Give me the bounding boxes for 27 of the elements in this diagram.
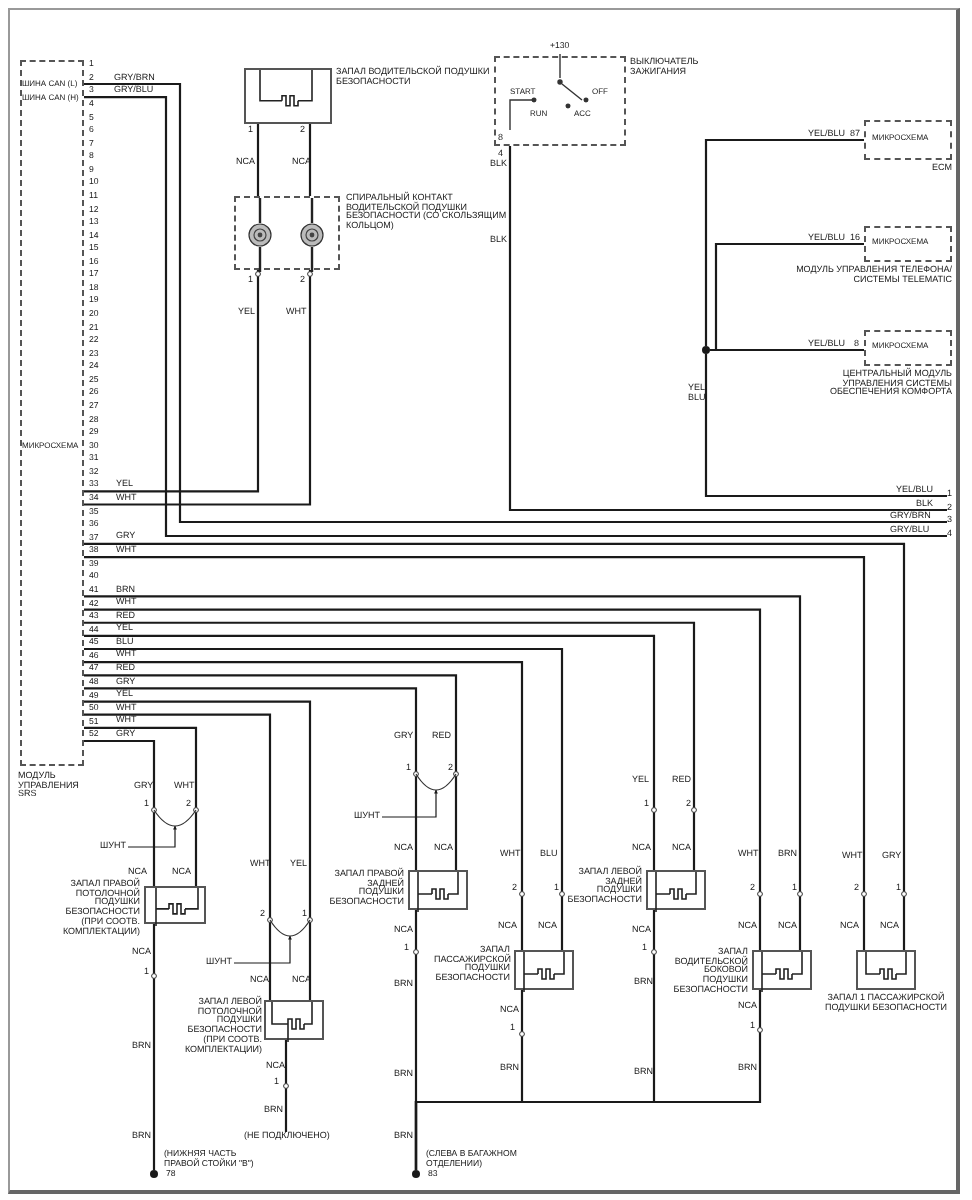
wire: [84, 700, 312, 1000]
wire: [704, 138, 864, 346]
leader-arrow: [127, 825, 177, 848]
splice-dot: [702, 346, 710, 354]
wire: [710, 348, 864, 352]
wire: [414, 990, 762, 1170]
wire: [308, 124, 312, 196]
ground-point: [150, 1170, 158, 1178]
wire: [84, 270, 260, 493]
wire: [704, 354, 947, 498]
wire: [152, 924, 156, 1170]
shunt-arc: [416, 774, 456, 790]
shunt-arc: [154, 810, 196, 826]
wire: [84, 674, 458, 870]
leader-arrow: [381, 789, 438, 818]
shunt-arc: [270, 920, 310, 936]
leader-arrow: [233, 935, 292, 964]
wire: [284, 1040, 288, 1132]
wire: [84, 713, 272, 1000]
wire: [508, 146, 947, 512]
wire: [710, 242, 864, 352]
wire: [84, 726, 198, 886]
wire: [84, 739, 156, 886]
wire: [84, 270, 312, 506]
ground-point: [412, 1170, 420, 1178]
wire: [84, 687, 418, 870]
wire: [256, 124, 260, 196]
